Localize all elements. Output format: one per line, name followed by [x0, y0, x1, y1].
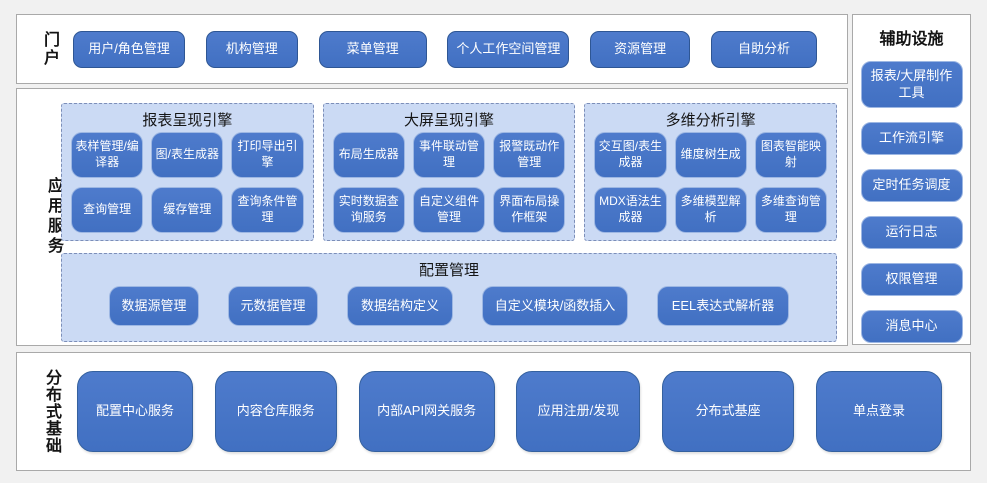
portal-button-resource-mgmt[interactable]: 资源管理: [590, 30, 691, 68]
dist-button-app-register-discovery[interactable]: 应用注册/发现: [516, 371, 641, 452]
engine-button-realtime-data-query[interactable]: 实时数据查询服务: [332, 187, 405, 233]
portal-section: 门户 用户/角色管理 机构管理 菜单管理 个人工作空间管理 资源管理 自助分析: [16, 14, 848, 84]
config-button-metadata-mgmt[interactable]: 元数据管理: [228, 286, 318, 326]
bigscreen-engine-title: 大屏呈现引擎: [404, 112, 495, 129]
auxiliary-buttons-column: 报表/大屏制作工具 工作流引擎 定时任务调度 运行日志 权限管理 消息中心: [853, 61, 970, 343]
aux-button-run-log[interactable]: 运行日志: [860, 216, 963, 249]
report-engine-panel: 报表呈现引擎 表样管理/编译器 图/表生成器 打印导出引擎 查询管理 缓存管理 …: [61, 103, 314, 241]
config-button-data-structure-definition[interactable]: 数据结构定义: [347, 286, 453, 326]
config-mgmt-title: 配置管理: [418, 262, 479, 279]
config-button-datasource-mgmt[interactable]: 数据源管理: [109, 286, 199, 326]
portal-button-menu-mgmt[interactable]: 菜单管理: [318, 30, 427, 68]
auxiliary-section-title: 辅助设施: [879, 31, 944, 48]
engine-button-smart-chart-mapping[interactable]: 图表智能映射: [754, 132, 828, 178]
portal-section-label: 门户: [41, 31, 58, 67]
dist-button-internal-api-gateway[interactable]: 内部API网关服务: [358, 371, 495, 452]
config-button-eel-expression-parser[interactable]: EEL表达式解析器: [657, 286, 789, 326]
distributed-buttons-row: 配置中心服务 内容仓库服务 内部API网关服务 应用注册/发现 分布式基座 单点…: [59, 371, 970, 452]
portal-button-org-mgmt[interactable]: 机构管理: [205, 30, 298, 68]
auxiliary-section: 辅助设施 报表/大屏制作工具 工作流引擎 定时任务调度 运行日志 权限管理 消息…: [852, 14, 971, 345]
dist-button-single-sign-on[interactable]: 单点登录: [815, 371, 942, 452]
dist-button-distributed-base[interactable]: 分布式基座: [662, 371, 795, 452]
distributed-foundation-label: 分布式基础: [43, 369, 60, 454]
bigscreen-engine-panel: 大屏呈现引擎 布局生成器 事件联动管理 报警既动作管理 实时数据查询服务 自定义…: [322, 103, 576, 242]
engine-button-custom-component-mgmt[interactable]: 自定义组件管理: [412, 187, 486, 233]
aux-button-scheduled-task[interactable]: 定时任务调度: [860, 169, 963, 202]
aux-button-workflow-engine[interactable]: 工作流引擎: [860, 122, 963, 155]
engine-button-alarm-action-mgmt[interactable]: 报警既动作管理: [493, 132, 566, 178]
config-button-custom-module-function-insert[interactable]: 自定义模块/函数插入: [482, 286, 628, 326]
config-buttons-row: 数据源管理 元数据管理 数据结构定义 自定义模块/函数插入 EEL表达式解析器: [62, 277, 836, 326]
config-mgmt-panel: 配置管理 数据源管理 元数据管理 数据结构定义 自定义模块/函数插入 EEL表达…: [61, 253, 837, 342]
engine-button-print-export-engine[interactable]: 打印导出引擎: [231, 132, 304, 178]
engine-button-dimension-tree-generation[interactable]: 维度树生成: [674, 132, 747, 178]
portal-button-workspace-mgmt[interactable]: 个人工作空间管理: [447, 30, 570, 68]
engine-button-chart-table-generator[interactable]: 图/表生成器: [151, 132, 224, 178]
engine-button-query-mgmt[interactable]: 查询管理: [71, 187, 144, 233]
engine-button-interactive-chart-generator[interactable]: 交互图/表生成器: [594, 132, 667, 178]
engine-button-layout-generator[interactable]: 布局生成器: [332, 132, 405, 178]
portal-buttons-row: 用户/角色管理 机构管理 菜单管理 个人工作空间管理 资源管理 自助分析: [57, 30, 847, 68]
engine-button-query-condition-mgmt[interactable]: 查询条件管理: [231, 187, 304, 233]
engine-button-ui-layout-framework[interactable]: 界面布局操作框架: [493, 187, 566, 233]
olap-engine-panel: 多维分析引擎 交互图/表生成器 维度树生成 图表智能映射 MDX语法生成器 多维…: [584, 103, 838, 242]
engine-button-cache-mgmt[interactable]: 缓存管理: [151, 187, 224, 233]
portal-button-user-role-mgmt[interactable]: 用户/角色管理: [73, 30, 185, 68]
aux-button-report-bigscreen-design-tool[interactable]: 报表/大屏制作工具: [860, 61, 963, 108]
engine-button-event-linkage-mgmt[interactable]: 事件联动管理: [412, 132, 486, 178]
aux-button-permission-mgmt[interactable]: 权限管理: [860, 263, 963, 296]
report-engine-grid: 表样管理/编译器 图/表生成器 打印导出引擎 查询管理 缓存管理 查询条件管理: [62, 127, 313, 242]
app-services-section-label: 应用服务: [45, 177, 62, 257]
engines-row: 报表呈现引擎 表样管理/编译器 图/表生成器 打印导出引擎 查询管理 缓存管理 …: [61, 103, 838, 242]
engine-button-multidim-query-mgmt[interactable]: 多维查询管理: [754, 187, 828, 233]
report-engine-title: 报表呈现引擎: [142, 112, 233, 129]
app-services-section: 应用服务 报表呈现引擎 表样管理/编译器 图/表生成器 打印导出引擎 查询管理 …: [16, 88, 848, 346]
aux-button-message-center[interactable]: 消息中心: [860, 310, 963, 343]
olap-engine-title: 多维分析引擎: [665, 112, 756, 129]
bigscreen-engine-grid: 布局生成器 事件联动管理 报警既动作管理 实时数据查询服务 自定义组件管理 界面…: [324, 127, 575, 242]
engine-button-style-compiler[interactable]: 表样管理/编译器: [71, 132, 144, 178]
engine-button-multidim-model-parsing[interactable]: 多维模型解析: [674, 187, 747, 233]
engine-button-mdx-syntax-generator[interactable]: MDX语法生成器: [594, 187, 667, 233]
distributed-foundation-section: 分布式基础 配置中心服务 内容仓库服务 内部API网关服务 应用注册/发现 分布…: [16, 352, 971, 471]
olap-engine-grid: 交互图/表生成器 维度树生成 图表智能映射 MDX语法生成器 多维模型解析 多维…: [585, 127, 836, 242]
app-services-content: 报表呈现引擎 表样管理/编译器 图/表生成器 打印导出引擎 查询管理 缓存管理 …: [61, 89, 847, 345]
dist-button-config-center-service[interactable]: 配置中心服务: [77, 371, 193, 452]
portal-button-self-service-analysis[interactable]: 自助分析: [710, 30, 817, 68]
dist-button-content-repo-service[interactable]: 内容仓库服务: [214, 371, 337, 452]
